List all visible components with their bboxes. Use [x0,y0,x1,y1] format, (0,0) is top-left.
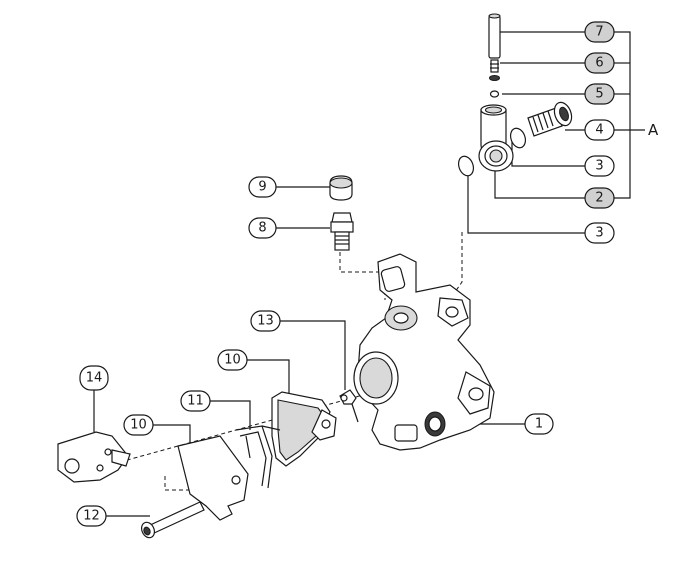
callout-8-label: 8 [258,221,266,236]
callout-10-lower-bubble [123,414,154,436]
callout-8: 8 [248,217,277,239]
callout-1-bubble [524,413,554,435]
part-9-bleed-cap-drawing [329,175,353,201]
callout-3-upper-label: 3 [595,159,603,174]
callout-5: 5 [584,83,615,105]
part-2-banjo-drawing [478,104,514,172]
callout-14-label: 14 [86,371,103,386]
callout-3-upper: 3 [584,155,615,177]
part-5-washer-drawing [489,90,500,98]
part-11-pad-spring-drawing [235,425,281,489]
callout-13-bubble [250,310,281,332]
callout-4: 4 [584,119,615,141]
callout-14-bubble [79,365,109,391]
callout-6: 6 [584,52,615,74]
callout-3-lower: 3 [584,222,615,244]
callout-7-label: 7 [595,25,603,40]
callout-7-bubble [584,21,615,43]
callout-1: 1 [524,413,554,435]
callout-1-label: 1 [535,417,543,432]
part-3-oring-lower-drawing [457,155,475,177]
callout-10-lower-label: 10 [130,418,147,433]
callout-12-bubble [76,505,107,527]
callout-10-upper: 10 [217,349,248,371]
part-10-brake-pad-upper-drawing [271,391,337,467]
callout-7: 7 [584,21,615,43]
callout-10-upper-bubble [217,349,248,371]
part-13-spring-clip-drawing [339,389,359,423]
part-10-brake-pad-lower-drawing [177,435,249,521]
callout-3-lower-bubble [584,222,615,244]
callout-14: 14 [79,365,109,391]
callout-10-upper-label: 10 [224,353,241,368]
callout-6-bubble [584,52,615,74]
part-8-bleed-nipple-drawing [330,212,354,251]
callout-13-label: 13 [257,314,274,329]
callout-2-label: 2 [595,191,603,206]
callout-9-bubble [248,176,277,198]
callout-4-bubble [584,119,615,141]
leader-lines [93,31,645,517]
callout-12: 12 [76,505,107,527]
callout-6-label: 6 [595,56,603,71]
callout-5-label: 5 [595,87,603,102]
callout-13: 13 [250,310,281,332]
callout-12-label: 12 [83,509,100,524]
callout-10-lower: 10 [123,414,154,436]
callout-2: 2 [584,187,615,209]
group-label-a: A [648,121,659,139]
callout-8-bubble [248,217,277,239]
callout-3-lower-label: 3 [595,226,603,241]
part-14-pad-spacer-drawing [57,431,131,483]
part-3-oring-upper-drawing [509,127,527,149]
part-12-pad-pin-drawing [140,501,205,539]
callout-2-bubble [584,187,615,209]
callout-4-label: 4 [595,123,603,138]
part-7-hose-insert-drawing [488,13,501,59]
callout-9-label: 9 [258,180,266,195]
part-1-caliper-body-drawing [353,253,495,451]
callout-11-bubble [180,390,211,412]
part-6-olive-drawing [489,59,500,81]
part-4-banjo-bolt-drawing [527,101,573,137]
callout-11: 11 [180,390,211,412]
callout-3-upper-bubble [584,155,615,177]
callout-9: 9 [248,176,277,198]
callout-5-bubble [584,83,615,105]
callout-11-label: 11 [187,394,204,409]
